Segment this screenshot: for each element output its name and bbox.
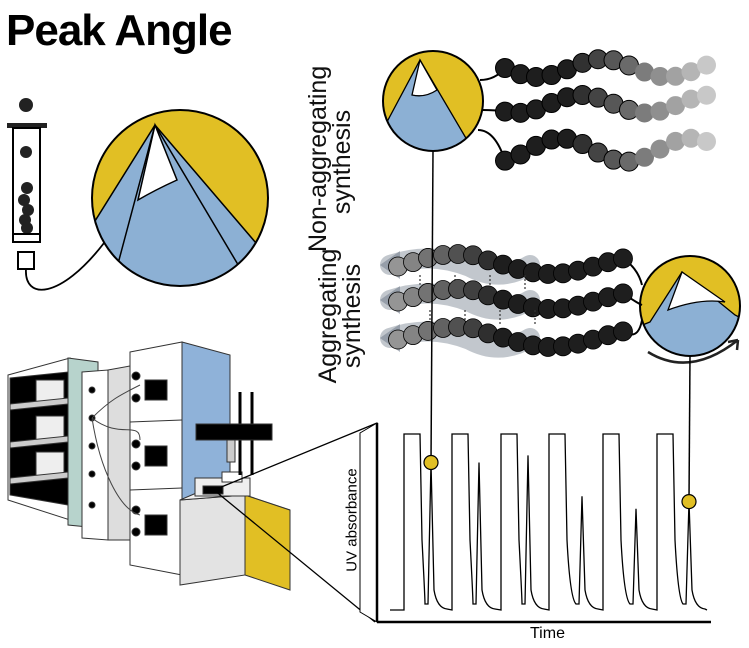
y-axis-label: UV absorbance (343, 468, 361, 572)
label-line: Aggregating (314, 248, 342, 384)
amino-acid-bead (666, 66, 685, 86)
rotation-arrow-icon (647, 339, 739, 364)
amino-acid-bead (613, 283, 633, 304)
amino-acid-bead (635, 147, 654, 167)
amino-acid-bead (572, 134, 593, 155)
syringe-icon (7, 98, 105, 291)
connector-line (430, 150, 434, 463)
synthesizer-instrument (7, 341, 291, 591)
label-line: synthesis (328, 109, 356, 215)
resin-bed-aggregating (639, 255, 741, 364)
figure-title: Peak Angle (6, 6, 233, 55)
amino-acid-bead (635, 62, 654, 82)
resin-bed-large (91, 109, 269, 287)
amino-acid-bead (681, 89, 701, 109)
amino-acid-bead (650, 139, 670, 159)
amino-acid-bead (613, 248, 633, 269)
uv-chart (359, 422, 711, 624)
label-aggregating: Aggregating synthesis (314, 246, 366, 386)
uv-trace (390, 433, 708, 611)
amino-acid-bead (650, 66, 670, 86)
label-line: Non-aggregating (304, 65, 332, 252)
amino-acid-bead (510, 144, 531, 165)
amino-acid-bead (697, 85, 716, 105)
peak-marker (681, 494, 697, 510)
resin-bed-non-aggregating (382, 50, 484, 152)
amino-acid-bead (613, 321, 633, 342)
peptide-chains (380, 49, 716, 358)
amino-acid-bead (666, 131, 685, 151)
connector-line (688, 355, 691, 501)
amino-acid-bead (681, 62, 701, 82)
peak-marker (423, 454, 439, 471)
label-non-aggregating: Non-aggregating synthesis (304, 65, 356, 252)
label-line: synthesis (338, 263, 366, 369)
amino-acid-bead (697, 131, 716, 151)
amino-acid-bead (635, 103, 654, 123)
amino-acid-bead (697, 55, 716, 75)
amino-acid-bead (681, 128, 701, 148)
amino-acid-bead (650, 101, 670, 121)
x-axis-label: Time (530, 625, 565, 642)
amino-acid-bead (666, 96, 685, 116)
